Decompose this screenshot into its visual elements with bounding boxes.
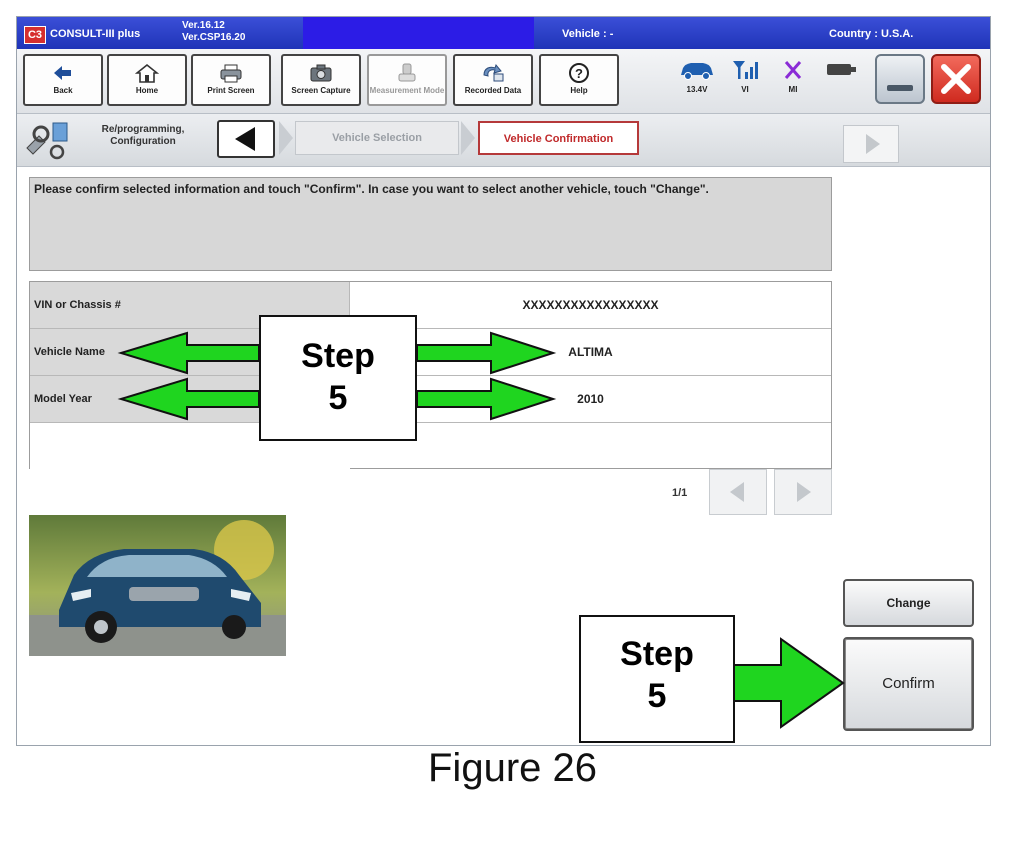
measurement-mode-button[interactable]: Measurement Mode [367,54,447,106]
app-logo-icon: C3 [24,26,46,44]
reprogramming-icon [26,122,68,160]
toolbar: Back Home Print Screen Screen Capture [17,49,990,114]
arrow-right-vehicle-name [416,331,557,375]
print-screen-button-label: Print Screen [207,86,255,95]
mi-status: MI [773,57,813,101]
battery-status: 13.4V [677,57,717,101]
triangle-left-icon [730,482,744,502]
connector-status [821,57,861,101]
triangle-left-icon [235,127,255,151]
recorded-data-button-label: Recorded Data [464,86,522,95]
version-line-2: Ver.CSP16.20 [182,32,246,43]
home-icon [135,63,159,83]
row-value: ALTIMA [568,345,613,359]
breadcrumb: Re/programming, Configuration Vehicle Se… [17,114,990,167]
breadcrumb-vehicle-confirmation[interactable]: Vehicle Confirmation [478,121,639,155]
arrow-left-model-year [117,377,260,421]
recorded-data-icon [483,63,504,82]
help-button-label: Help [570,86,588,95]
recorded-data-button[interactable]: Recorded Data [453,54,533,106]
help-button[interactable]: ? Help [539,54,619,106]
next-step-button[interactable] [843,125,899,163]
vi-label: VI [741,85,749,94]
row-value: 2010 [577,392,604,406]
triangle-right-icon [797,482,811,502]
app-name: CONSULT-III plus [50,28,141,40]
battery-voltage: 13.4V [686,85,708,94]
home-button-label: Home [135,86,159,95]
row-value: XXXXXXXXXXXXXXXXX [522,298,659,312]
page-prev-button[interactable] [709,469,767,515]
mi-label: MI [788,85,798,94]
signal-icon [733,61,758,79]
triangle-right-icon [866,134,880,154]
vehicle-battery-icon [681,63,713,80]
printer-icon [220,64,242,83]
country-indicator: Country : U.S.A. [829,28,914,40]
step-arrows-overlay [117,331,845,729]
change-button[interactable]: Change [843,579,974,627]
help-icon: ? [569,63,589,83]
previous-step-button[interactable] [217,120,275,158]
camera-icon [310,64,332,82]
measurement-icon [398,63,416,82]
back-button[interactable]: Back [23,54,103,106]
title-bar-blank-area [303,17,534,49]
step-number: 5 [328,379,348,417]
arrow-right-confirm [732,637,845,729]
back-arrow-icon [54,66,71,80]
print-screen-button[interactable]: Print Screen [191,54,271,106]
title-bar: C3 CONSULT-III plus Ver.16.12 Ver.CSP16.… [17,17,990,49]
consult-app-window: C3 CONSULT-III plus Ver.16.12 Ver.CSP16.… [16,16,991,746]
close-button[interactable] [931,54,981,104]
version-line-1: Ver.16.12 [182,20,225,31]
back-button-label: Back [53,86,73,95]
step-number: 5 [647,677,667,715]
step-word: Step [620,635,694,673]
close-icon [941,64,971,94]
measurement-mode-button-label: Measurement Mode [369,86,445,95]
page-indicator: 1/1 [672,487,688,499]
minimize-button[interactable] [875,54,925,104]
step-5-callout-confirm: Step 5 [579,615,735,743]
vi-status: VI [725,57,765,101]
breadcrumb-separator [461,121,475,155]
version-info: Ver.16.12 Ver.CSP16.20 [182,20,245,44]
arrow-left-vehicle-name [117,331,260,375]
mode-label: Re/programming, Configuration [101,124,185,147]
vehicle-indicator: Vehicle : - [562,28,614,40]
instruction-message: Please confirm selected information and … [29,177,832,271]
home-button[interactable]: Home [107,54,187,106]
mi-x-icon [784,61,802,79]
step-word: Step [301,337,375,375]
page-next-button[interactable] [774,469,832,515]
arrow-right-model-year [416,377,557,421]
confirm-button[interactable]: Confirm [843,637,974,731]
screen-capture-button-label: Screen Capture [291,86,351,95]
step-5-callout: Step 5 [259,315,417,441]
svg-text:?: ? [575,66,583,81]
breadcrumb-separator [279,121,293,155]
screen-capture-button[interactable]: Screen Capture [281,54,361,106]
vehicle-image [29,515,286,656]
breadcrumb-vehicle-selection[interactable]: Vehicle Selection [295,121,459,155]
connector-icon [827,64,856,75]
figure-caption: Figure 26 [428,746,597,790]
